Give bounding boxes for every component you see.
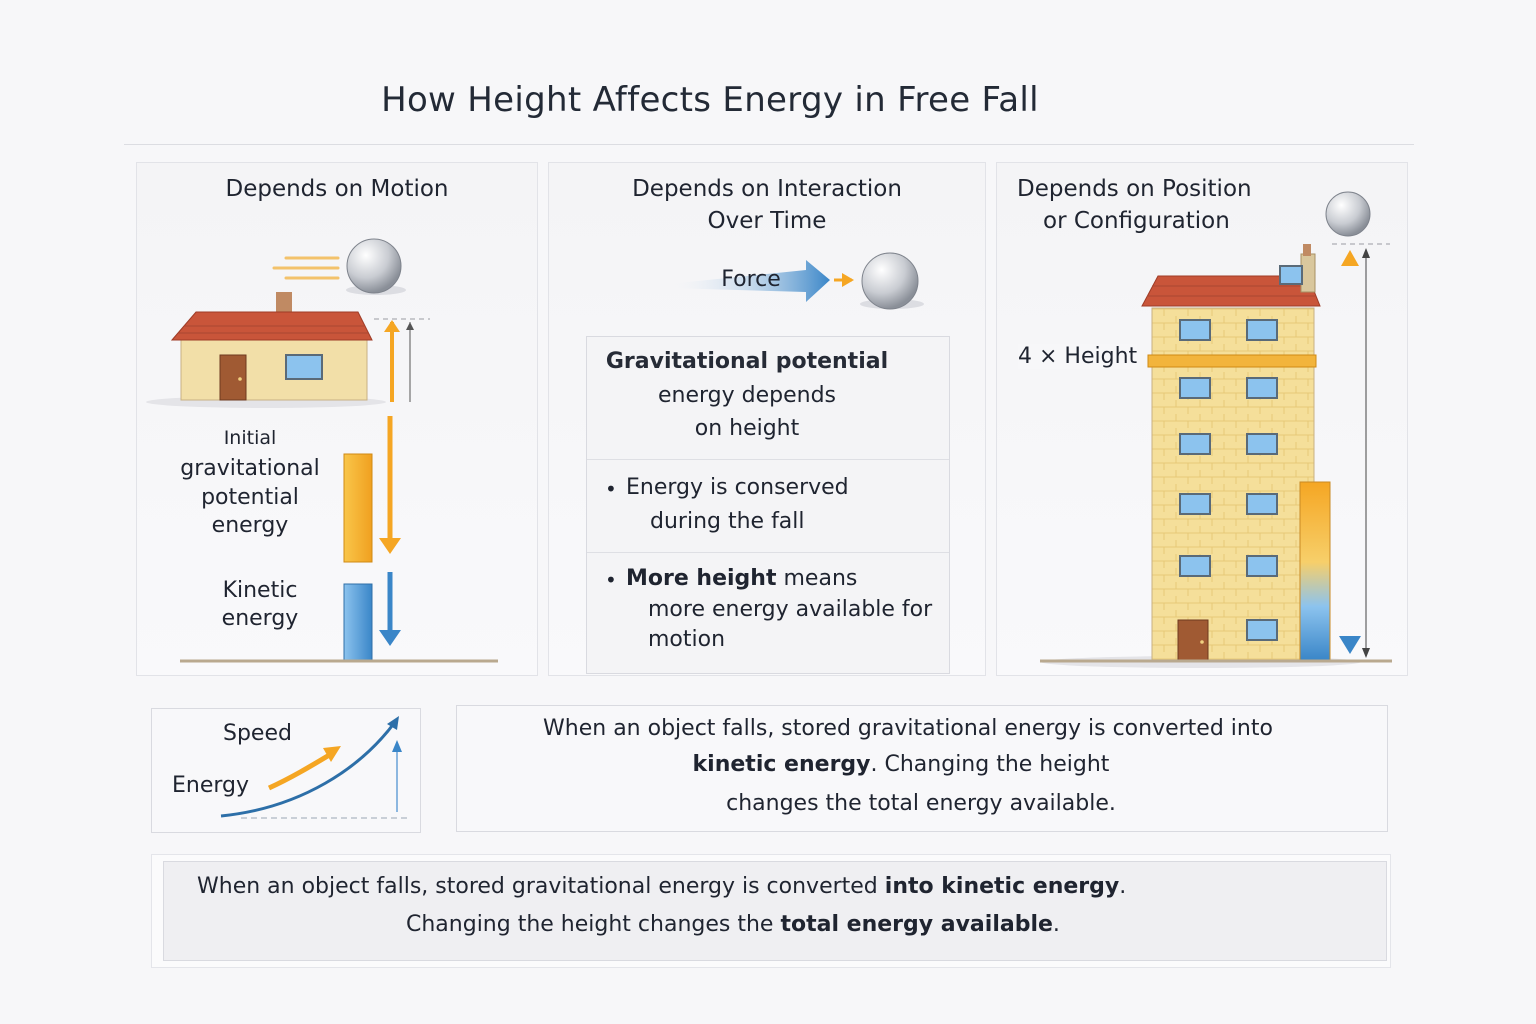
top-ball: [1325, 191, 1371, 237]
bullet-2-rest: means: [776, 566, 858, 591]
bullet-1-marker: •: [605, 477, 617, 501]
speed-label: Speed: [223, 721, 292, 746]
footer-line-2-end: .: [1052, 912, 1060, 937]
small-house-icon: [146, 292, 386, 408]
potential-energy-bar: [343, 453, 373, 563]
pe-label-3: potential: [201, 485, 299, 510]
summary-line-1: When an object falls, stored gravitation…: [543, 716, 1273, 741]
title-divider: [124, 144, 1414, 145]
bullet-1-line-2: during the fall: [650, 509, 805, 534]
motion-speed-lines: [272, 256, 340, 280]
height-label: 4 × Height: [1018, 344, 1138, 369]
summary-box: [456, 705, 1388, 832]
speed-energy-box: [151, 708, 421, 833]
tall-building-icon: [1041, 244, 1361, 668]
footer-line-1-bold: into kinetic energy: [884, 874, 1120, 899]
footer-line-1-text: When an object falls, stored gravitation…: [197, 874, 885, 899]
panel-motion-title: Depends on Motion: [225, 176, 449, 202]
page-title: How Height Affects Energy in Free Fall: [381, 80, 1039, 120]
panel-interaction-title-2: Over Time: [707, 208, 827, 234]
tall-building-illustration: [1040, 191, 1392, 668]
pe-label-2: gravitational: [180, 456, 320, 481]
summary-bold: kinetic energy: [692, 752, 871, 777]
force-label: Force: [721, 267, 781, 292]
info-heading-3: on height: [694, 416, 800, 441]
summary-line-3: changes the total energy available.: [726, 791, 1116, 816]
pe-label-4: energy: [211, 513, 289, 538]
ke-label-2: energy: [221, 606, 299, 631]
panel-position-title-2: or Configuration: [1043, 208, 1230, 234]
footer-box: [163, 861, 1387, 961]
tall-energy-bar: [1299, 481, 1331, 661]
panel-motion: Depends on Motion: [136, 162, 538, 676]
panel-interaction-title-1: Depends on Interaction: [632, 176, 902, 202]
bullet-2-line-1: More height means: [626, 566, 857, 591]
footer-line-1: When an object falls, stored gravitation…: [197, 874, 1126, 899]
speed-energy-graph: [220, 716, 407, 819]
bullet-2-bold: More height: [626, 566, 777, 591]
pushed-ball: [861, 252, 919, 310]
info-box: [586, 336, 950, 674]
panel-position-title-1: Depends on Position: [1017, 176, 1252, 202]
force-illustration: [668, 252, 924, 310]
bullet-2-line-3: motion: [648, 627, 726, 652]
summary-line-2-rest: . Changing the height: [870, 752, 1110, 777]
pe-label-1: Initial: [223, 427, 277, 449]
energy-label: Energy: [172, 773, 250, 798]
info-heading-2: energy depends: [657, 383, 837, 408]
motion-illustration: [146, 238, 498, 663]
footer-line-2: Changing the height changes the total en…: [406, 912, 1060, 937]
info-heading-1: Gravitational potential: [605, 349, 889, 374]
footer-line-1-end: .: [1119, 874, 1127, 899]
footer-line-2-bold: total energy available: [780, 912, 1053, 937]
bullet-1-line-1: Energy is conserved: [626, 475, 849, 500]
bullet-2-marker: •: [605, 568, 617, 592]
footer-line-2-text: Changing the height changes the: [406, 912, 781, 937]
falling-ball: [346, 238, 402, 294]
summary-line-2: kinetic energy. Changing the height: [456, 752, 1346, 777]
bullet-2-line-2: more energy available for: [648, 597, 933, 622]
kinetic-energy-bar: [343, 583, 373, 661]
ke-label-1: Kinetic: [222, 578, 298, 603]
